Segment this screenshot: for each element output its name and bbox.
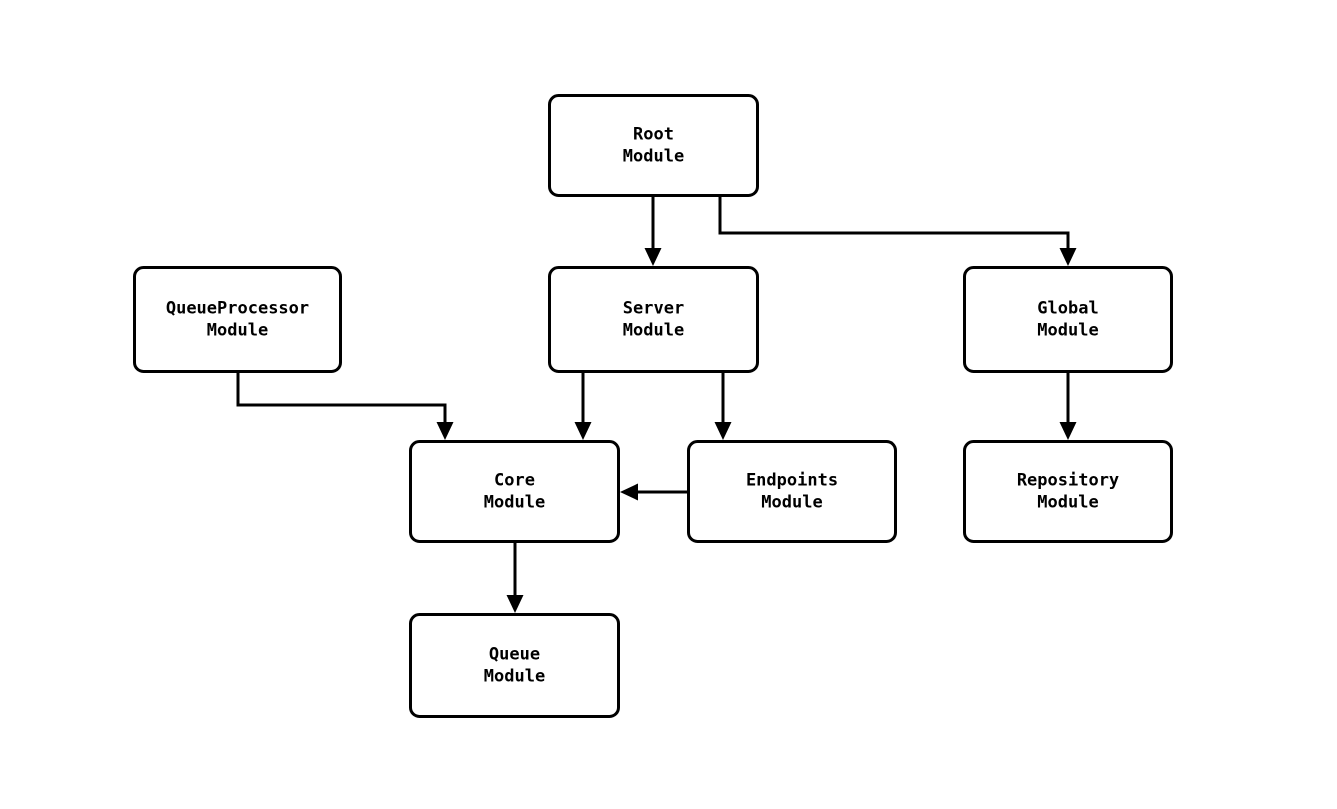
edge-arrowhead [506,595,524,613]
node-box[interactable] [687,440,897,543]
node-label-line1: Root [633,125,674,145]
edges-layer [236,197,1077,613]
node-box[interactable] [963,266,1173,373]
edge-root-to-server [644,197,662,266]
node-box[interactable] [548,266,759,373]
node-box[interactable] [548,94,759,197]
edge-root-to-global [718,197,1077,266]
edge-line [718,197,1070,256]
node-label-line1: Repository [1017,471,1119,491]
edge-queueprocessor-to-core [236,373,454,440]
node-label-line2: Module [484,667,545,687]
edge-global-to-repository [1059,373,1077,440]
edge-arrowhead [1059,248,1077,266]
nodes-layer: RootModuleQueueProcessorModuleServerModu… [133,94,1173,718]
node-label-line1: Queue [489,645,540,665]
node-box[interactable] [409,440,620,543]
node-label-line2: Module [623,321,684,341]
edge-core-to-queue [506,543,524,613]
node-label-line2: Module [1037,321,1098,341]
edge-arrowhead [436,422,454,440]
node-box[interactable] [409,613,620,718]
node-label-line2: Module [207,321,268,341]
node-label-line1: Endpoints [746,471,838,491]
node-label-line1: QueueProcessor [166,299,309,319]
node-box[interactable] [133,266,342,373]
node-label-line1: Global [1037,299,1098,319]
edge-arrowhead [1059,422,1077,440]
edge-line [236,373,447,430]
edge-arrowhead [620,483,638,501]
node-label-line2: Module [484,493,545,513]
node-label-line2: Module [761,493,822,513]
node-box[interactable] [963,440,1173,543]
node-label-line2: Module [1037,493,1098,513]
edge-arrowhead [644,248,662,266]
edge-arrowhead [574,422,592,440]
edge-endpoints-to-core [620,483,687,501]
edge-server-to-endpoints [714,373,732,440]
node-label-line1: Core [494,471,535,491]
edge-arrowhead [714,422,732,440]
node-label-line1: Server [623,299,684,319]
node-label-line2: Module [623,147,684,167]
edge-server-to-core [574,373,592,440]
